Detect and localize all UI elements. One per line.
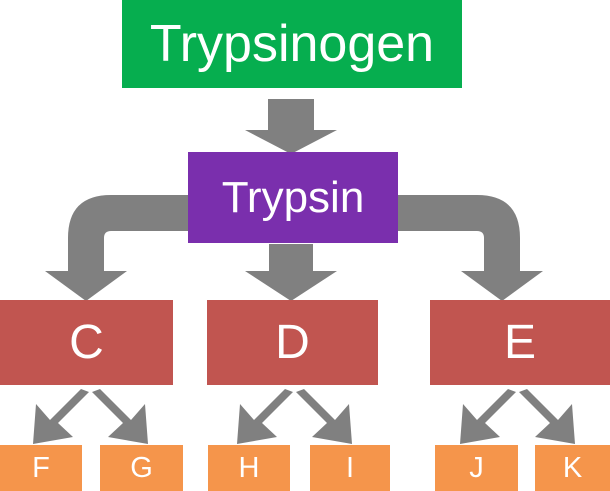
node-product-k-label: K — [562, 451, 583, 484]
arrow-intermediate-d-to-product-i — [296, 389, 352, 444]
node-product-g-label: G — [130, 451, 153, 484]
arrow-intermediate-c-to-product-f — [33, 389, 89, 444]
node-product-j[interactable]: J — [435, 445, 518, 491]
arrow-intermediate-e-to-product-j — [460, 389, 516, 444]
arrow-intermediate-d-to-product-h — [237, 389, 293, 444]
arrow-enzyme-to-intermediate-e — [398, 195, 543, 301]
arrow-zymogen-to-enzyme — [245, 99, 337, 154]
node-product-k[interactable]: K — [535, 445, 610, 491]
arrow-enzyme-to-intermediate-c — [45, 195, 188, 301]
arrow-enzyme-to-intermediate-d — [245, 244, 337, 301]
node-product-h[interactable]: H — [208, 445, 290, 491]
node-product-i-label: I — [345, 451, 355, 484]
arrow-intermediate-e-to-product-k — [519, 389, 575, 444]
node-trypsin[interactable]: Trypsin — [188, 152, 398, 243]
node-product-g[interactable]: G — [100, 445, 183, 491]
node-trypsinogen-label: Trypsinogen — [149, 15, 435, 73]
node-trypsinogen[interactable]: Trypsinogen — [122, 0, 462, 88]
node-intermediate-e[interactable]: E — [430, 300, 610, 385]
node-product-f-label: F — [32, 451, 50, 484]
node-intermediate-e-label: E — [503, 315, 536, 369]
node-intermediate-d[interactable]: D — [207, 300, 378, 385]
node-intermediate-c[interactable]: C — [0, 300, 173, 385]
node-intermediate-c-label: C — [69, 315, 104, 369]
node-product-h-label: H — [238, 451, 260, 484]
node-intermediate-d-label: D — [275, 315, 310, 369]
node-product-f[interactable]: F — [0, 445, 82, 491]
arrow-intermediate-c-to-product-g — [92, 389, 148, 444]
node-product-i[interactable]: I — [310, 445, 390, 491]
node-product-j-label: J — [469, 451, 484, 484]
node-trypsin-label: Trypsin — [221, 172, 365, 222]
